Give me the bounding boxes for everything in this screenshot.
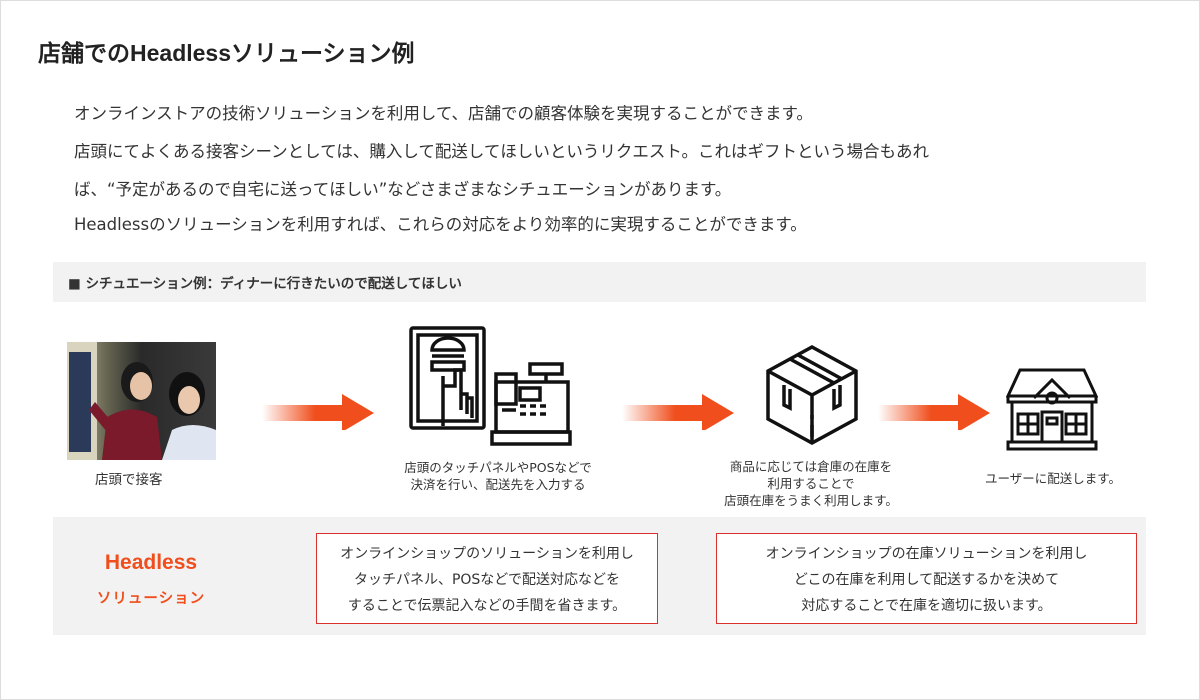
arrow-right-icon bbox=[878, 394, 990, 430]
intro-line: 店頭にてよくある接客シーンとしては、購入して配送してほしいというリクエスト。これ… bbox=[74, 142, 930, 161]
situation-heading: ■ シチュエーション例：ディナーに行きたいので配送してほしい bbox=[68, 276, 462, 292]
solution-line: 対応することで在庫を適切に扱います。 bbox=[801, 598, 1052, 614]
step-caption-line: 店頭在庫をうまく利用します。 bbox=[724, 493, 898, 508]
page-title: 店舗でのHeadlessソリューション例 bbox=[38, 40, 415, 66]
house-icon bbox=[1006, 368, 1098, 451]
arrow-right-icon bbox=[262, 394, 374, 430]
step-caption-line: 利用することで bbox=[767, 476, 855, 491]
intro-line: Headlessのソリューションを利用すれば、これらの対応をより効率的に実現する… bbox=[74, 215, 807, 234]
solution-line: どこの在庫を利用して配送するかを決めて bbox=[793, 572, 1060, 588]
touch-panel-pos-icon bbox=[409, 326, 572, 446]
intro-line: オンラインストアの技術ソリューションを利用して、店舗での顧客体験を実現することが… bbox=[74, 104, 813, 123]
package-box-icon bbox=[766, 345, 858, 445]
solution-line: オンラインショップの在庫ソリューションを利用し bbox=[765, 546, 1088, 562]
solution-box-inventory: オンラインショップの在庫ソリューションを利用し どこの在庫を利用して配送するかを… bbox=[716, 533, 1137, 624]
situation-band bbox=[53, 262, 1146, 302]
step-caption: 商品に応じては倉庫の在庫を 利用することで 店頭在庫をうまく利用します。 bbox=[711, 458, 911, 509]
headless-subtitle: ソリューション bbox=[96, 591, 206, 607]
intro-line: ば、“予定があるので自宅に送ってほしい”などさまざまなシチュエーションがあります… bbox=[74, 180, 732, 199]
solution-line: オンラインショップのソリューションを利用し bbox=[340, 546, 634, 562]
solution-line: タッチパネル、POSなどで配送対応などを bbox=[353, 572, 621, 588]
solution-box-pos: オンラインショップのソリューションを利用し タッチパネル、POSなどで配送対応な… bbox=[316, 533, 658, 624]
arrow-right-icon bbox=[622, 394, 734, 430]
step-caption: ユーザーに配送します。 bbox=[984, 471, 1121, 486]
step-caption-line: 決済を行い、配送先を入力する bbox=[410, 477, 586, 492]
step-caption: 店頭で接客 bbox=[95, 472, 163, 488]
headless-title: Headless bbox=[104, 551, 198, 574]
step-caption-line: 商品に応じては倉庫の在庫を bbox=[729, 459, 893, 474]
solution-line: することで伝票記入などの手間を省きます。 bbox=[347, 598, 627, 614]
step-caption: 店頭のタッチパネルやPOSなどで 決済を行い、配送先を入力する bbox=[398, 459, 598, 493]
customer-service-photo bbox=[67, 342, 216, 460]
step-caption-line: 店頭のタッチパネルやPOSなどで bbox=[404, 460, 592, 475]
